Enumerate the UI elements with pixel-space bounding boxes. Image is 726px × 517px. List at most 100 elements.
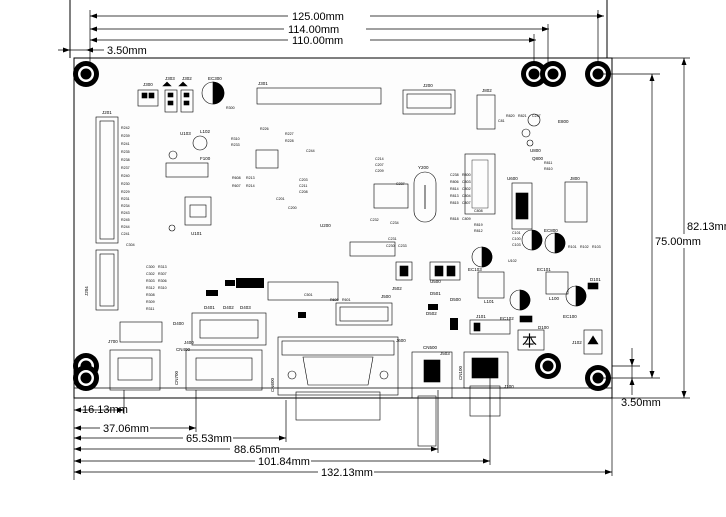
svg-text:C803: C803 [462, 180, 471, 184]
svg-text:R800: R800 [462, 173, 471, 177]
ref-u800: U800 [530, 148, 541, 153]
mounting-hole-bottom-mid [535, 353, 561, 379]
ref-cn700: CN700 [174, 370, 179, 385]
svg-text:R812: R812 [474, 229, 483, 233]
ref-j802: J802 [482, 88, 492, 93]
resistor-column-j201: R242 R239 R241 R235 R238 R237 R240 R230 … [121, 126, 130, 236]
svg-text:C809: C809 [462, 217, 471, 221]
ref-j501: U500 [430, 279, 441, 284]
ref-u103: U103 [180, 131, 191, 136]
svg-text:R312: R312 [146, 286, 155, 290]
svg-text:R303: R303 [146, 279, 155, 283]
ref-j502: J502 [392, 286, 402, 291]
ref-l100: L100 [549, 296, 560, 301]
svg-text:U102: U102 [508, 259, 517, 263]
top-dimension-labels: 125.00mm 114.00mm 110.00mm 3.50mm [107, 9, 370, 57]
connector-cn600 [277, 336, 399, 421]
svg-text:R814: R814 [450, 187, 459, 191]
capacitor-ec103 [471, 246, 493, 268]
dim-16-13: 16.13mm [82, 404, 128, 416]
svg-text:C232: C232 [370, 218, 379, 222]
svg-text:C808: C808 [474, 209, 483, 213]
ref-ec102: EC102 [500, 316, 514, 321]
connector-j200 [402, 89, 456, 115]
svg-text:C247: C247 [532, 114, 541, 118]
capacitor-ec800 [544, 232, 566, 254]
jumper-j502 [429, 261, 461, 281]
header-j201 [95, 116, 119, 244]
ref-j200: J200 [423, 83, 433, 88]
dim-125: 125.00mm [292, 11, 344, 23]
svg-text:R309: R309 [146, 300, 155, 304]
svg-text:C237: C237 [396, 182, 405, 186]
connector-j500 [335, 302, 393, 326]
jumper-j501 [469, 319, 511, 335]
connector-cn100 [463, 351, 509, 417]
dim-37-06: 37.06mm [103, 423, 149, 435]
ref-j400: J400 [184, 340, 194, 345]
header-j700 [119, 321, 163, 343]
svg-text:C233: C233 [398, 244, 407, 248]
svg-text:R240: R240 [121, 174, 130, 178]
svg-text:R214: R214 [246, 184, 255, 188]
ref-u600: U600 [507, 176, 518, 181]
svg-text:R600: R600 [330, 298, 339, 302]
mounting-hole-bottom-right [585, 365, 611, 391]
smd-parts [165, 149, 496, 330]
svg-text:C241: C241 [121, 232, 130, 236]
mounting-hole-bottom-left-b [73, 365, 99, 391]
ref-cn100: CN100 [458, 365, 463, 380]
svg-text:C209: C209 [375, 169, 384, 173]
svg-text:R237: R237 [121, 166, 130, 170]
refdes-labels: J300 J303 J302 EC300 J301 J200 J802 J201… [84, 76, 601, 392]
svg-text:R229: R229 [121, 190, 130, 194]
passive-refs-low-left: C300 C302 R303 R312 R308 R309 R311 R313 … [126, 243, 167, 311]
svg-text:C244: C244 [306, 149, 315, 153]
capacitor-ec300 [201, 81, 225, 105]
ref-d401: D401 [204, 305, 215, 310]
svg-text:R311: R311 [146, 307, 154, 311]
mounting-holes [73, 61, 611, 391]
svg-text:R307: R307 [158, 272, 167, 276]
passive-refs-mid: R608 R213 R607 R214 C203 C211 C208 C201 … [226, 106, 407, 302]
ref-ec103: EC103 [468, 267, 482, 272]
dim-3-5-right: 3.50mm [621, 397, 661, 409]
svg-text:R227: R227 [285, 132, 294, 136]
ref-cn400: CN400 [176, 347, 191, 352]
ref-j600: J600 [396, 338, 406, 343]
ref-j102: J102 [572, 340, 582, 345]
svg-text:R230: R230 [121, 182, 130, 186]
jumper-j503 [395, 261, 413, 281]
ref-j301: J301 [258, 81, 268, 86]
ref-ec300: EC300 [208, 76, 222, 81]
ref-j302: J302 [182, 76, 192, 81]
chip-u600 [511, 182, 533, 230]
capacitor-ec102 [509, 289, 531, 311]
svg-text:C231: C231 [388, 237, 397, 241]
crystal-y200 [413, 171, 437, 223]
svg-text:C802: C802 [462, 187, 471, 191]
inductor-l100 [545, 271, 569, 295]
svg-text:R103: R103 [592, 245, 601, 249]
diode-d100 [519, 315, 533, 323]
svg-text:C81: C81 [498, 119, 505, 123]
dim-101-84: 101.84mm [258, 456, 310, 468]
dim-132-13: 132.13mm [321, 467, 373, 479]
svg-text:R819: R819 [474, 223, 483, 227]
diode-d101 [587, 282, 599, 290]
svg-text:R810: R810 [544, 167, 553, 171]
svg-text:R310: R310 [231, 137, 240, 141]
svg-text:R608: R608 [232, 176, 241, 180]
ref-j201: J201 [102, 110, 112, 115]
ref-u101: U101 [191, 231, 202, 236]
header-j303 [162, 81, 178, 113]
capacitor-ec100 [565, 285, 587, 307]
ref-j303: J303 [165, 76, 175, 81]
svg-text:C238: C238 [450, 173, 459, 177]
ref-j800: J800 [570, 176, 580, 181]
ref-ec101: EC101 [537, 267, 551, 272]
ref-cn600: CN600 [270, 377, 275, 392]
header-j300 [137, 89, 159, 107]
ref-d403: D403 [240, 305, 251, 310]
